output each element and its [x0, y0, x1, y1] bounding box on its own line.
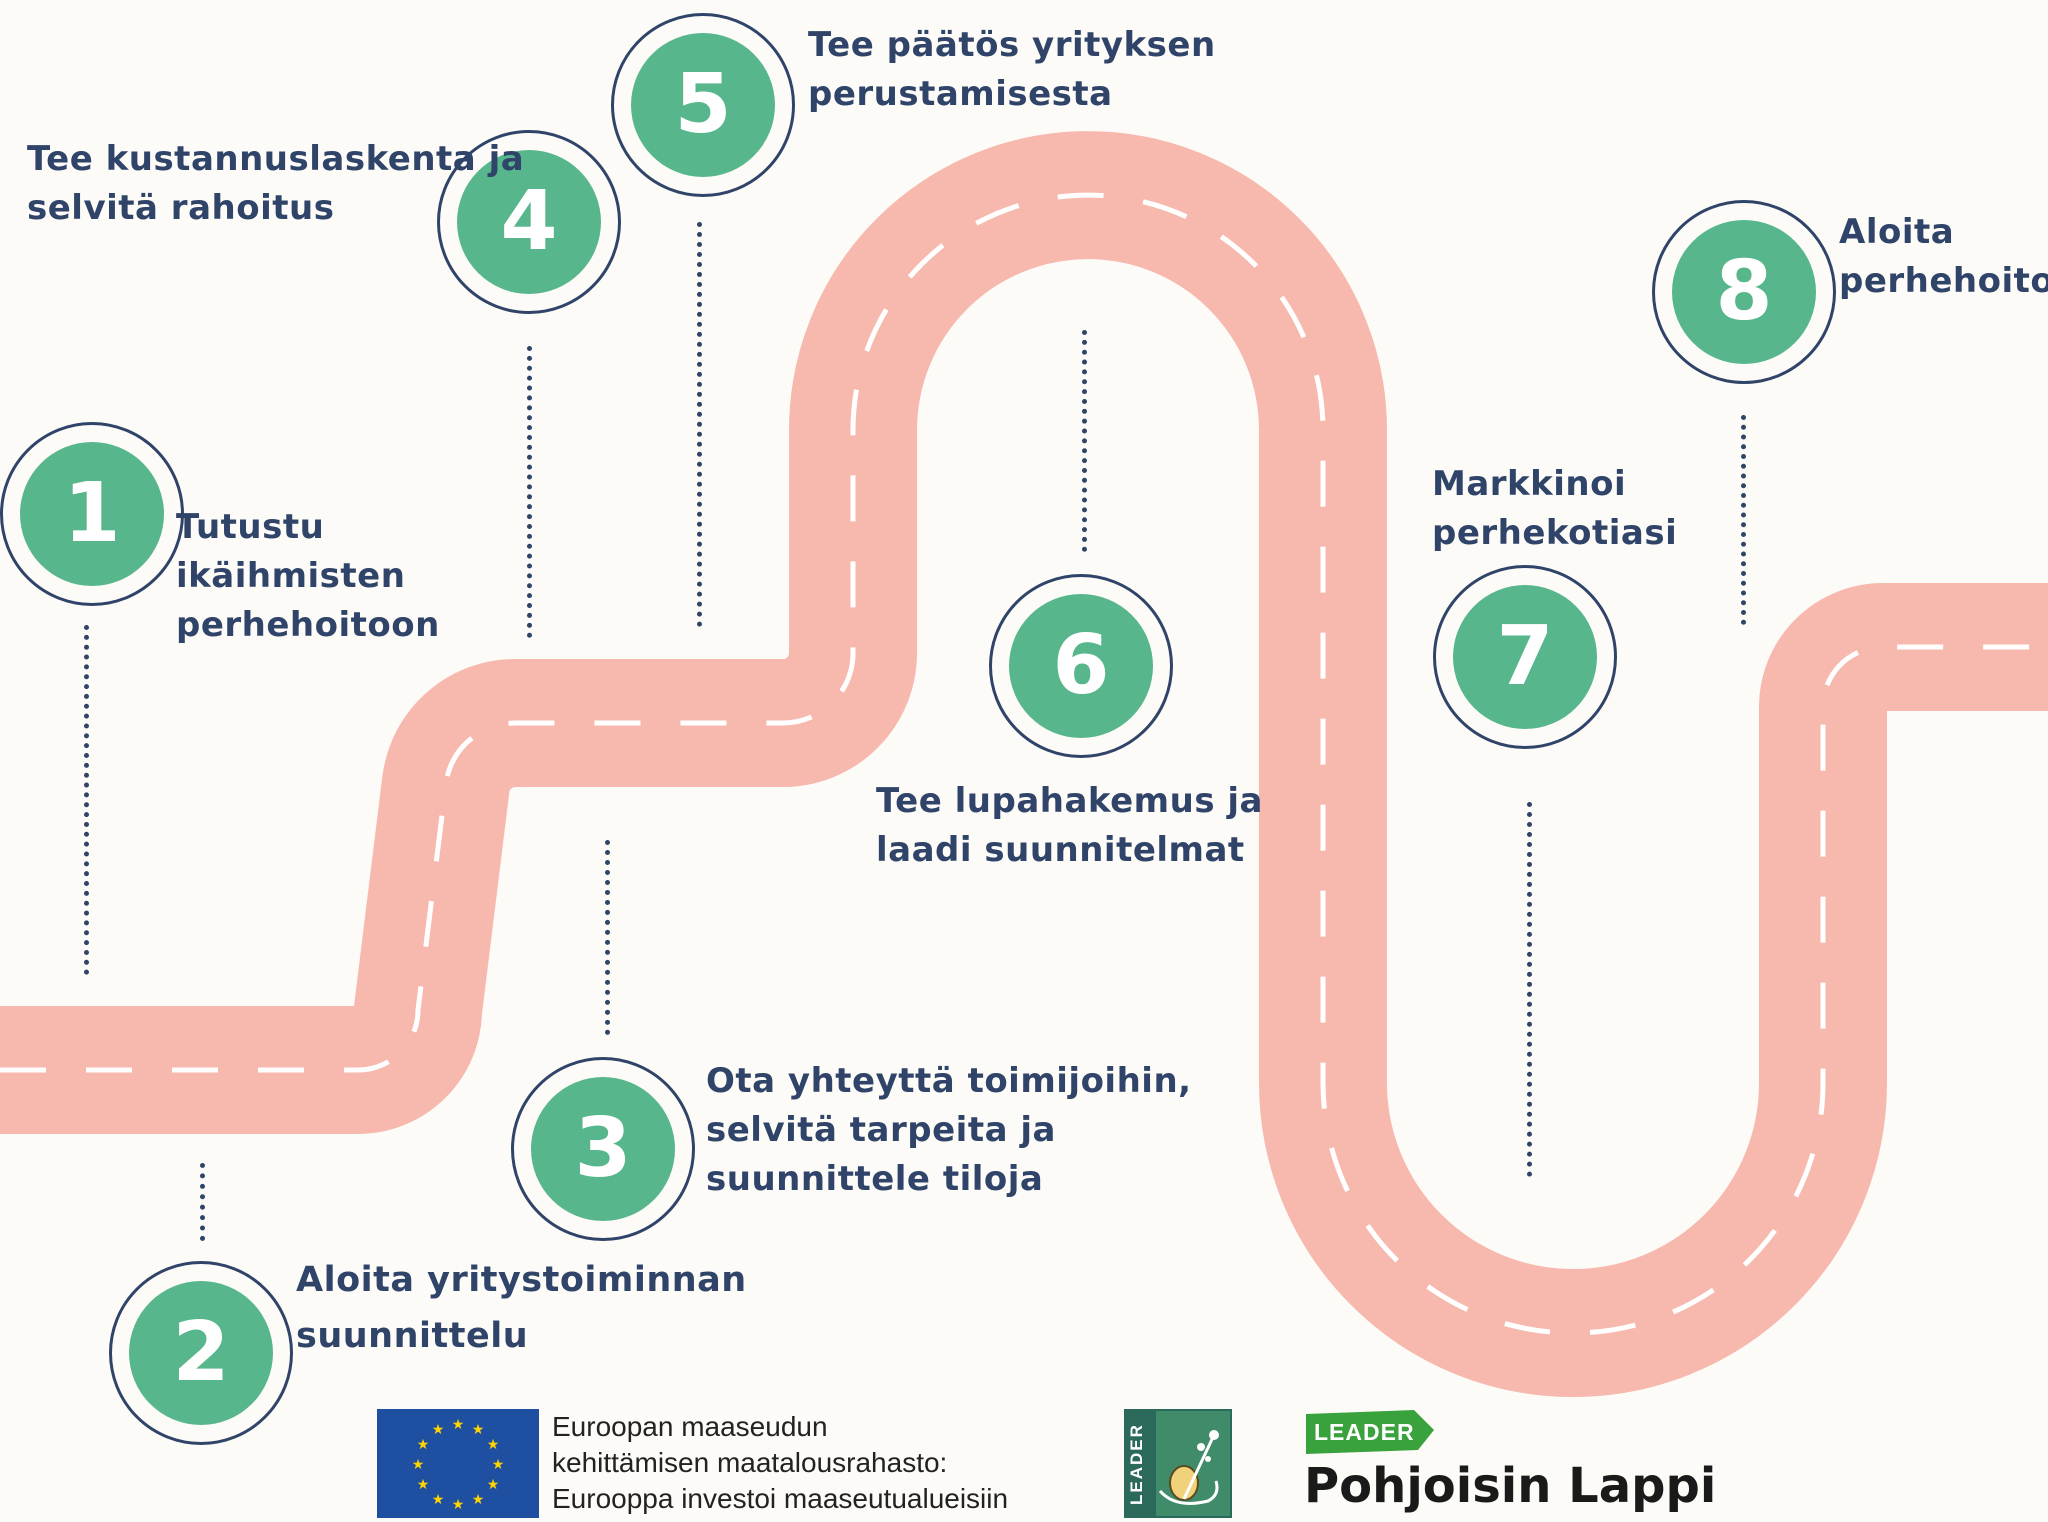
step-4-connector [527, 346, 532, 638]
step-1-circle: 1 [20, 442, 164, 586]
step-5-number: 5 [674, 57, 732, 152]
step-2-label: Aloita yritystoiminnan suunnittelu [296, 1252, 747, 1364]
eu-text-line-3: Eurooppa investoi maaseutualueisiin [552, 1483, 1009, 1514]
leader-emblem-icon [1156, 1411, 1230, 1516]
step-4-line-2: selvitä rahoitus [27, 188, 335, 228]
step-4-marker: 4 [437, 130, 621, 314]
step-5-circle: 5 [631, 33, 775, 177]
step-8-label: Aloita perhehoito [1839, 208, 2048, 306]
svg-text:★: ★ [452, 1417, 465, 1433]
pohjoisin-lappi-name: Pohjoisin Lappi [1304, 1458, 1717, 1514]
step-8-line-2: perhehoito [1839, 261, 2048, 301]
step-4-line-1: Tee kustannuslaskenta ja [27, 139, 525, 179]
step-2-line-1: Aloita yritystoiminnan [296, 1260, 747, 1300]
step-3-line-2: selvitä tarpeita ja [706, 1110, 1056, 1150]
step-3-connector [605, 840, 610, 1035]
svg-text:★: ★ [472, 1422, 485, 1438]
svg-text:★: ★ [417, 1477, 430, 1493]
step-5-line-1: Tee päätös yrityksen [808, 25, 1216, 65]
step-7-connector [1527, 802, 1532, 1177]
step-8-line-1: Aloita [1839, 212, 1955, 252]
step-1-marker: 1 [0, 422, 184, 606]
svg-text:★: ★ [432, 1422, 445, 1438]
step-7-number: 7 [1496, 609, 1554, 704]
step-7-label: Markkinoi perhekotiasi [1432, 460, 1677, 558]
svg-text:★: ★ [472, 1492, 485, 1508]
step-8-circle: 8 [1672, 220, 1816, 364]
step-1-line-3: perhehoitoon [176, 605, 440, 645]
eu-flag-logo: ★ ★ ★ ★ ★ ★ ★ ★ ★ ★ ★ ★ [377, 1409, 539, 1518]
eu-text-line-2: kehittämisen maatalousrahasto: [552, 1447, 948, 1478]
step-1-number: 1 [63, 466, 121, 561]
svg-text:★: ★ [492, 1457, 505, 1473]
step-6-number: 6 [1052, 618, 1110, 713]
step-2-number: 2 [172, 1305, 230, 1400]
eu-stars-icon: ★ ★ ★ ★ ★ ★ ★ ★ ★ ★ ★ ★ [412, 1417, 505, 1513]
step-7-line-2: perhekotiasi [1432, 513, 1678, 553]
step-5-connector [697, 222, 702, 627]
step-8-connector [1741, 415, 1746, 625]
step-6-line-1: Tee lupahakemus ja [876, 781, 1263, 821]
step-1-label: Tutustu ikäihmisten perhehoitoon [176, 503, 440, 650]
eu-text-line-1: Euroopan maaseudun [552, 1411, 828, 1442]
step-4-label: Tee kustannuslaskenta ja selvitä rahoitu… [27, 135, 524, 233]
step-7-marker: 7 [1433, 565, 1617, 749]
step-2-connector [200, 1163, 205, 1241]
step-2-circle: 2 [129, 1281, 273, 1425]
step-6-line-2: laadi suunnitelmat [876, 830, 1245, 870]
step-3-line-1: Ota yhteyttä toimijoihin, [706, 1061, 1192, 1101]
step-6-circle: 6 [1009, 594, 1153, 738]
leader-logo-text: LEADER [1127, 1423, 1146, 1505]
step-8-number: 8 [1715, 244, 1773, 339]
step-1-connector [84, 625, 89, 975]
svg-text:★: ★ [432, 1492, 445, 1508]
step-2-marker: 2 [109, 1261, 293, 1445]
step-6-marker: 6 [989, 574, 1173, 758]
step-3-number: 3 [574, 1101, 632, 1196]
step-1-line-2: ikäihmisten [176, 556, 406, 596]
step-5-line-2: perustamisesta [808, 74, 1113, 114]
step-7-circle: 7 [1453, 585, 1597, 729]
step-8-marker: 8 [1652, 200, 1836, 384]
svg-text:★: ★ [452, 1497, 465, 1513]
step-6-label: Tee lupahakemus ja laadi suunnitelmat [876, 777, 1263, 875]
svg-text:★: ★ [487, 1477, 500, 1493]
step-5-label: Tee päätös yrityksen perustamisesta [808, 21, 1216, 119]
step-3-line-3: suunnittele tiloja [706, 1159, 1044, 1199]
step-6-connector [1082, 330, 1087, 552]
pohjoisin-lappi-badge-icon [1306, 1410, 1434, 1454]
svg-text:★: ★ [417, 1437, 430, 1453]
leader-logo-bar [1126, 1411, 1156, 1516]
step-3-marker: 3 [511, 1057, 695, 1241]
svg-text:★: ★ [412, 1457, 425, 1473]
svg-text:★: ★ [487, 1437, 500, 1453]
step-7-line-1: Markkinoi [1432, 464, 1627, 504]
eu-fund-text: Euroopan maaseudun kehittämisen maatalou… [552, 1409, 1008, 1517]
step-5-marker: 5 [611, 13, 795, 197]
step-4-circle: 4 [457, 150, 601, 294]
step-3-circle: 3 [531, 1077, 675, 1221]
pohjoisin-lappi-badge-text: LEADER [1314, 1419, 1415, 1445]
step-1-line-1: Tutustu [176, 507, 325, 547]
step-2-line-2: suunnittelu [296, 1316, 529, 1356]
step-3-label: Ota yhteyttä toimijoihin, selvitä tarpei… [706, 1057, 1192, 1204]
step-4-number: 4 [500, 174, 558, 269]
road-center-dashes [0, 192, 2048, 1336]
